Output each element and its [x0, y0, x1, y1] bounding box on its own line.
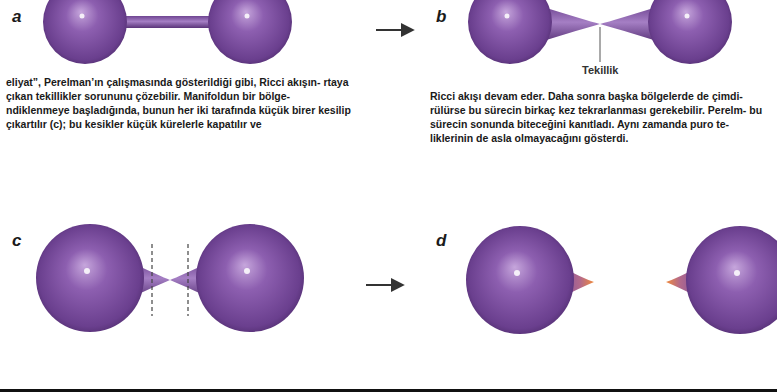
cut-line	[187, 244, 188, 316]
panel-letter: c	[12, 232, 21, 249]
caption-text: eliyat”, Perelman’ın çalışmasında göster…	[6, 76, 351, 131]
step-arrow	[366, 284, 402, 286]
sphere	[196, 224, 304, 332]
bottom-rule	[0, 389, 777, 392]
sphere	[36, 224, 144, 332]
callout-label: Tekillik	[580, 64, 620, 76]
highlight	[84, 268, 90, 274]
highlight	[734, 270, 740, 276]
highlight	[245, 14, 250, 19]
cut-figure	[36, 224, 304, 332]
highlight	[80, 14, 85, 19]
cut-line	[151, 244, 152, 316]
sphere	[648, 0, 732, 64]
panel-letter: b	[436, 8, 446, 25]
caption-text: Ricci akışı devam eder. Daha sonra başka…	[430, 90, 770, 145]
capped-figure	[466, 226, 777, 334]
highlight	[505, 14, 510, 19]
sphere	[466, 226, 574, 334]
leader-line	[600, 27, 601, 62]
sphere	[468, 0, 552, 64]
sphere	[686, 226, 777, 334]
sphere	[43, 0, 127, 64]
highlight	[685, 14, 690, 19]
sphere	[208, 0, 292, 64]
step-arrow	[376, 29, 412, 31]
panel-letter: a	[12, 8, 21, 25]
panel-letter: d	[436, 232, 446, 249]
pinched-figure	[468, 0, 732, 64]
highlight	[514, 270, 520, 276]
dumbbell-figure	[43, 0, 292, 64]
highlight	[244, 268, 250, 274]
